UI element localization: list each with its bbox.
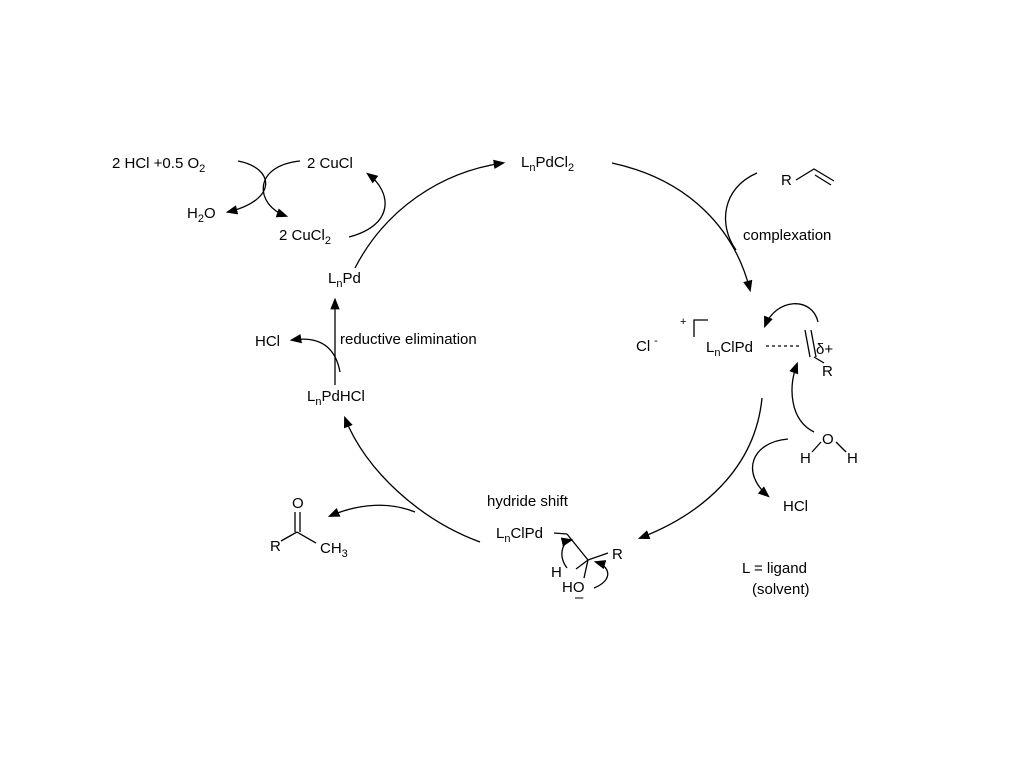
alkene-bonds <box>795 168 835 182</box>
pi-complex-species: LnClPd <box>706 339 753 359</box>
cucl-to-cucl2-arrow <box>262 160 301 218</box>
product-ch3-bond <box>296 531 317 544</box>
complexation-arrow <box>611 162 753 293</box>
coordinated-alkene-bond-1 <box>804 329 811 358</box>
hcl-release-arrow-left <box>289 333 341 373</box>
lnpd-to-lnpdcl2-arrow <box>354 159 506 269</box>
legend-solvent: (solvent) <box>752 581 810 598</box>
water-oxygen: O <box>822 431 834 448</box>
cucl2-label: 2 CuCl2 <box>279 227 331 247</box>
water-byproduct: H2O <box>187 205 216 225</box>
hydride-shift-label: hydride shift <box>487 493 569 510</box>
intermediate-r-group: R <box>612 546 623 563</box>
intermediate-hydroxyl: HO <box>562 579 585 596</box>
cucl-label: 2 CuCl <box>307 155 353 172</box>
hydroxyl-push-arrow <box>593 560 609 589</box>
carbonyl-oxygen: O <box>292 495 304 512</box>
product-r-bond <box>280 531 298 542</box>
hydride-push-arrow <box>560 537 574 569</box>
water-h2: H <box>847 450 858 467</box>
electron-push-arrow <box>764 303 819 329</box>
pd-carbon-bond <box>553 532 568 535</box>
lnpdhcl-species: LnPdHCl <box>307 388 365 408</box>
complex-bracket <box>693 319 708 337</box>
product-methyl: CH3 <box>320 540 348 560</box>
alkene-double-bond <box>814 174 832 186</box>
complex-charge: + <box>680 316 686 328</box>
product-r-group: R <box>270 538 281 555</box>
complex-r-group: R <box>822 363 833 380</box>
delta-plus: δ+ <box>816 341 833 358</box>
water-bond-1 <box>811 441 822 453</box>
product-release-arrow <box>327 504 416 517</box>
coordinated-alkene-bond-2 <box>810 329 817 358</box>
hcl-released-right: HCl <box>783 498 808 515</box>
intermediate-hydrogen: H <box>551 564 562 581</box>
water-h1: H <box>800 450 811 467</box>
complexation-label: complexation <box>743 227 831 244</box>
hcl-release-arrow-right <box>751 438 789 498</box>
hydration-arrow <box>637 397 763 540</box>
hydroxyalkyl-intermediate: LnClPd <box>496 525 543 545</box>
alkyl-chain-bonds <box>566 533 609 561</box>
alkene-entry-curve <box>724 172 758 251</box>
alkene-r-bond <box>813 356 825 364</box>
lnpd-species: LnPd <box>328 270 361 290</box>
chloride-counterion: Cl- <box>636 335 658 355</box>
water-attack-arrow <box>789 361 815 433</box>
hcl-o2-reagent: 2 HCl +0.5 O2 <box>112 155 205 175</box>
alkene-r-group: R <box>781 172 792 189</box>
c-oh-bond <box>583 559 589 579</box>
oxygen-to-water-arrow <box>225 160 267 215</box>
oxygen-lone-pair: – <box>575 589 584 606</box>
cucl2-to-cucl-arrow <box>348 172 386 238</box>
c-h-bond <box>575 559 589 570</box>
legend-ligand: L = ligand <box>742 560 807 577</box>
hydride-shift-arrow <box>343 415 481 543</box>
hcl-released-left: HCl <box>255 333 280 350</box>
water-bond-2 <box>835 441 847 453</box>
lnpdcl2-species: LnPdCl2 <box>521 154 574 174</box>
reductive-elimination-label: reductive elimination <box>340 331 477 348</box>
